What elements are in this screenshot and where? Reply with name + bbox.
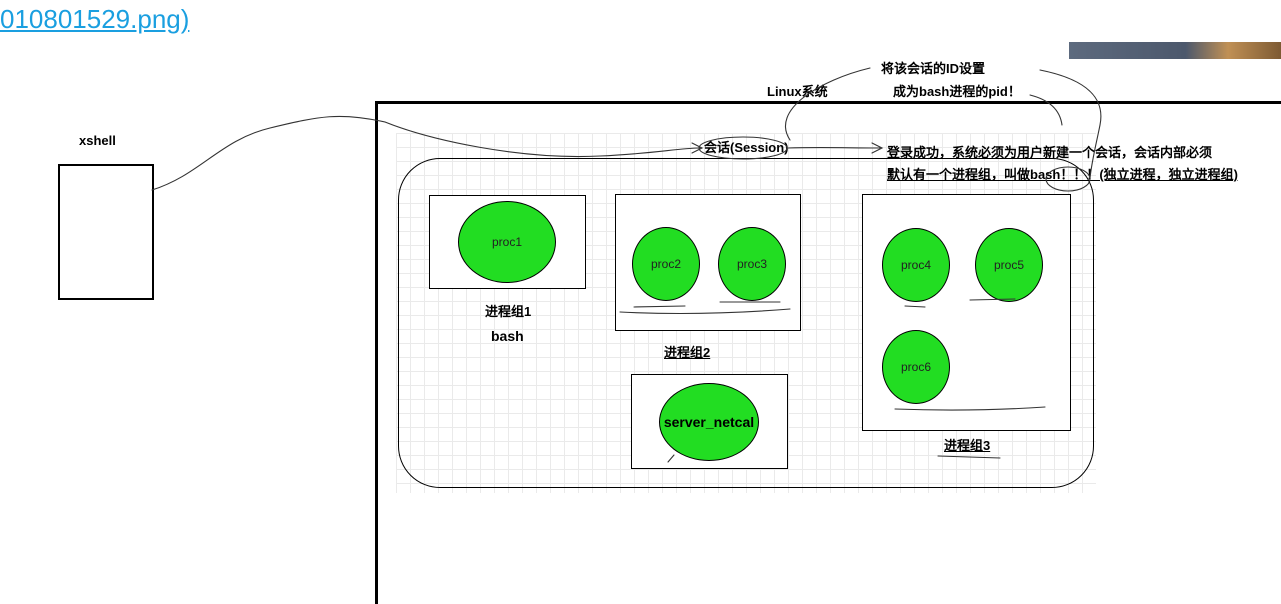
annotation-strokes <box>0 0 1281 576</box>
group3-label-underline <box>938 456 1000 458</box>
pid-loop-inner <box>1030 95 1062 125</box>
pid-note-connector <box>785 68 870 140</box>
proc5-underline <box>970 299 1015 300</box>
bash-circle <box>1046 167 1090 191</box>
group2-underline <box>620 309 790 313</box>
xshell-connector <box>152 116 385 190</box>
pen-mark <box>668 455 674 462</box>
session-circle <box>699 137 787 159</box>
pid-loop-right <box>1040 70 1101 178</box>
group3-underline <box>895 407 1045 410</box>
proc4-underline <box>905 306 925 307</box>
proc2-underline <box>634 306 685 307</box>
linux-to-session-connector <box>385 122 700 157</box>
